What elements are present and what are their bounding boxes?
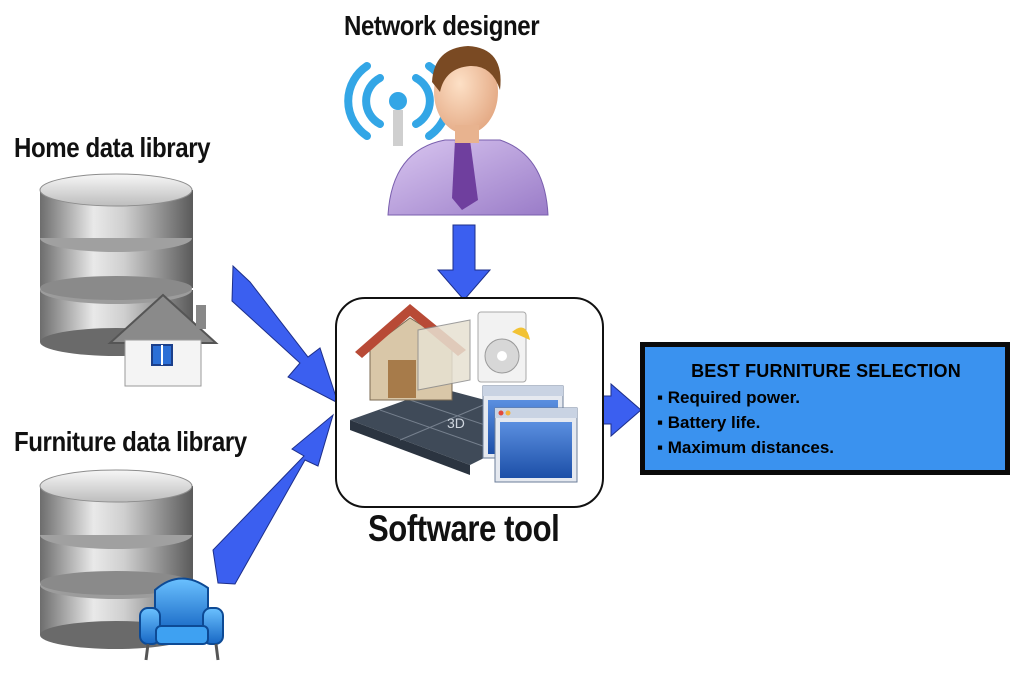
armchair-icon — [139, 577, 224, 661]
furniture-data-library-label: Furniture data library — [14, 426, 247, 457]
arrow-furniture-db-to-tool — [212, 413, 334, 585]
network-designer-label: Network designer — [344, 10, 540, 41]
furniture-database-icon — [39, 469, 224, 661]
output-title: BEST FURNITURE SELECTION — [691, 361, 961, 381]
output-item-battery-life: Battery life. — [657, 410, 995, 435]
home-database-icon — [39, 173, 219, 387]
house-icon — [107, 293, 219, 387]
best-furniture-selection-box: BEST FURNITURE SELECTION Required power.… — [640, 342, 1010, 475]
output-item-maximum-distances: Maximum distances. — [657, 435, 995, 460]
network-designer-icon — [344, 46, 549, 216]
software-tool-label: Software tool — [368, 508, 560, 549]
output-item-required-power: Required power. — [657, 385, 995, 410]
arrow-designer-to-tool — [436, 224, 492, 301]
home-data-library-label: Home data library — [14, 132, 211, 163]
arrow-home-db-to-tool — [231, 264, 339, 405]
software-tool-frame — [335, 297, 604, 508]
output-list: Required power. Battery life. Maximum di… — [657, 385, 995, 460]
